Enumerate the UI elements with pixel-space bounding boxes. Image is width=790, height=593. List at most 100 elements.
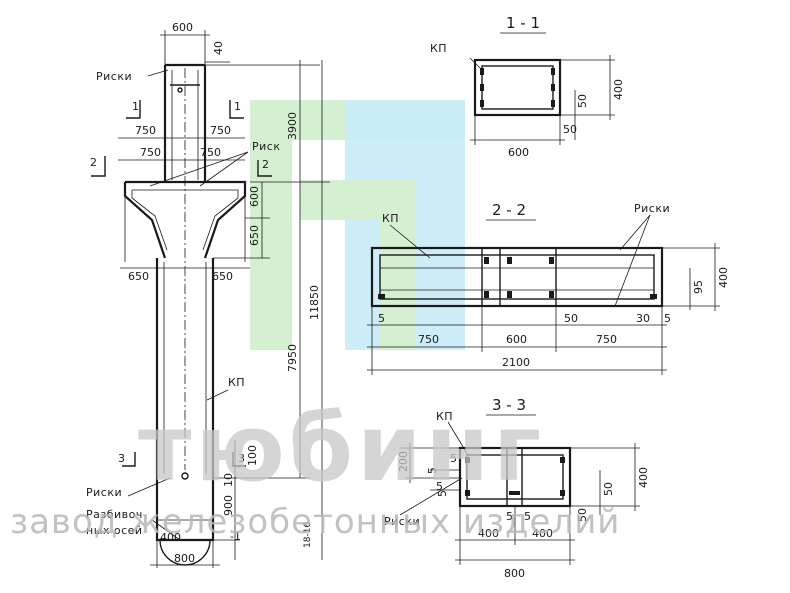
sec33-dim-200-text: 200 [397, 451, 410, 472]
sec33-dim-50a-text: 50 [602, 482, 615, 496]
dim-cut1-left: 750 [135, 124, 156, 137]
mark-dot-low [181, 472, 189, 480]
sec33-bars [465, 457, 565, 496]
sec22-dim-30-text: 30 [636, 312, 650, 325]
leader-kp-column [206, 389, 229, 401]
dim-cut2-right: 750 [200, 146, 221, 159]
sec11-label-kp: КП [430, 42, 447, 55]
dim-base-400: 400 [160, 531, 181, 544]
dim-cut1-right: 750 [210, 124, 231, 137]
sec22-bars [378, 257, 657, 299]
cut-3-right: 3 [238, 452, 245, 465]
label-razbivoch-1: Разбивоч- [86, 508, 147, 521]
dim-3900: 3900 [286, 112, 299, 140]
sec33-dim-5a-text: 5 [450, 452, 457, 465]
dim-top-width: 600 [172, 21, 193, 34]
cut-1-right: 1 [234, 100, 241, 113]
sec11-dim-50a-text: 50 [576, 94, 589, 108]
sec11-dim-600-text: 600 [508, 146, 529, 159]
column-elevation: 600 40 3900 11850 7950 750 750 750 750 6… [86, 21, 330, 568]
sec22-dim-400-text: 400 [717, 267, 730, 288]
dim-cut2-left: 750 [140, 146, 161, 159]
sec33-label-riski: Риски [384, 515, 420, 528]
sec22-leader-kp [389, 224, 431, 259]
label-razbivoch-2: ных осей [86, 524, 143, 537]
text-watermark: тюбинг завод железобетонных изделий [10, 395, 620, 542]
section-1-1: 1 - 1 КП 400 50 50 600 [430, 14, 625, 159]
sec33-dim-800-text: 800 [504, 567, 525, 580]
section-2-2: 2 - 2 КП Риски 400 95 5 50 [367, 201, 730, 375]
sec33-dim-5d-text: 5 [436, 490, 449, 497]
cut-3-left: 3 [118, 452, 125, 465]
dim-650-console: 650 [248, 225, 261, 246]
dim-top-40: 40 [212, 41, 225, 55]
sec11-leader-kp [469, 57, 483, 71]
logo-bar-left [250, 100, 292, 350]
console-rebar-right [132, 189, 239, 251]
sec22-label-riski: Риски [634, 202, 670, 215]
dim-10: 10 [222, 473, 235, 487]
cut-marker-2l [91, 156, 106, 177]
sec33-rebar [466, 454, 564, 500]
label-risk: Риск [252, 140, 280, 153]
sec33-dim-w5b-text: 5 [524, 510, 531, 523]
sec22-dim-750a-text: 750 [418, 333, 439, 346]
sec33-dim-400b-text: 400 [532, 527, 553, 540]
watermark-brand: тюбинг [138, 395, 545, 502]
sec22-dim-5a-text: 5 [378, 312, 385, 325]
section-title-1-1: 1 - 1 [506, 14, 540, 32]
sec11-bars [480, 68, 555, 107]
base [155, 478, 215, 542]
sec22-dim-95-text: 95 [692, 280, 705, 294]
sec33-dim-w5a-text: 5 [506, 510, 513, 523]
watermark-tagline: завод железобетонных изделий [10, 502, 620, 542]
sec22-dim-5b-text: 5 [664, 312, 671, 325]
sec22-outline [370, 246, 664, 308]
sec11-rebar [481, 65, 554, 110]
sec22-dim-750b-text: 750 [596, 333, 617, 346]
dim-1816: 18-16 [303, 522, 313, 548]
sec33-leader-kp [447, 421, 469, 456]
sec22-dim-2100-text: 2100 [502, 356, 530, 369]
section-title-2-2: 2 - 2 [492, 201, 526, 219]
cut-1-left: 1 [132, 100, 139, 113]
sec33-label-kp: КП [436, 410, 453, 423]
cut-marker-3l [122, 452, 136, 467]
dim-11850: 11850 [308, 285, 321, 320]
label-kp-column: КП [228, 376, 245, 389]
sec33-dim-400-text: 400 [637, 467, 650, 488]
sec22-leader-riski-1 [619, 214, 651, 251]
cut-minus-1: -1 [230, 530, 241, 543]
cut-2-right: 2 [262, 158, 269, 171]
label-riski-low: Риски [86, 486, 122, 499]
cut-marker-3r [232, 452, 246, 467]
sec33-dim-50b-text: 50 [576, 508, 589, 522]
sec11-outline [473, 58, 562, 117]
dim-base-800: 800 [174, 552, 195, 565]
sec33-leader-riski [399, 477, 463, 516]
dim-7950: 7950 [286, 344, 299, 372]
console-left [123, 182, 167, 259]
leader-razbivoch [151, 519, 181, 541]
mark-dot-top [177, 87, 183, 93]
sec22-label-kp: КП [382, 212, 399, 225]
logo-watermark [250, 100, 465, 350]
label-riski-top: Риски [96, 70, 132, 83]
sec22-rebar [379, 254, 655, 300]
sec33-dim-5b-text: 5 [426, 467, 439, 474]
leader-risk-1 [199, 151, 249, 187]
dim-100: 100 [246, 445, 259, 466]
sec11-dim-50b-text: 50 [563, 123, 577, 136]
sec22-dim-600-text: 600 [506, 333, 527, 346]
dim-900: 900 [222, 495, 235, 516]
leader-riski-low [127, 477, 171, 497]
leader-riski-top [147, 69, 169, 77]
cut-2-left: 2 [90, 156, 97, 169]
cut-marker-1r [229, 100, 244, 119]
section-3-3: 3 - 3 КП Риски 200 5 5 5 5 50 [384, 396, 650, 580]
leader-risk-2 [149, 151, 249, 187]
dim-650-left: 650 [128, 270, 149, 283]
cut-marker-1l [126, 100, 141, 119]
sec22-dim-50-text: 50 [564, 312, 578, 325]
